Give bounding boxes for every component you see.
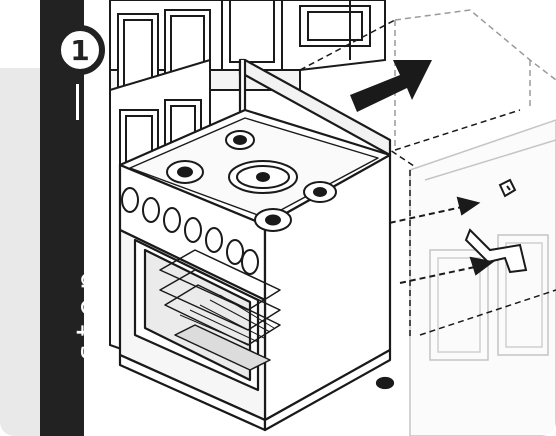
motion-arrow-icon (350, 60, 432, 112)
step-number-badge: 1 (55, 25, 105, 75)
step-label-wrap: step (44, 210, 80, 211)
step-label: step (74, 263, 104, 360)
step-underline (76, 84, 79, 120)
